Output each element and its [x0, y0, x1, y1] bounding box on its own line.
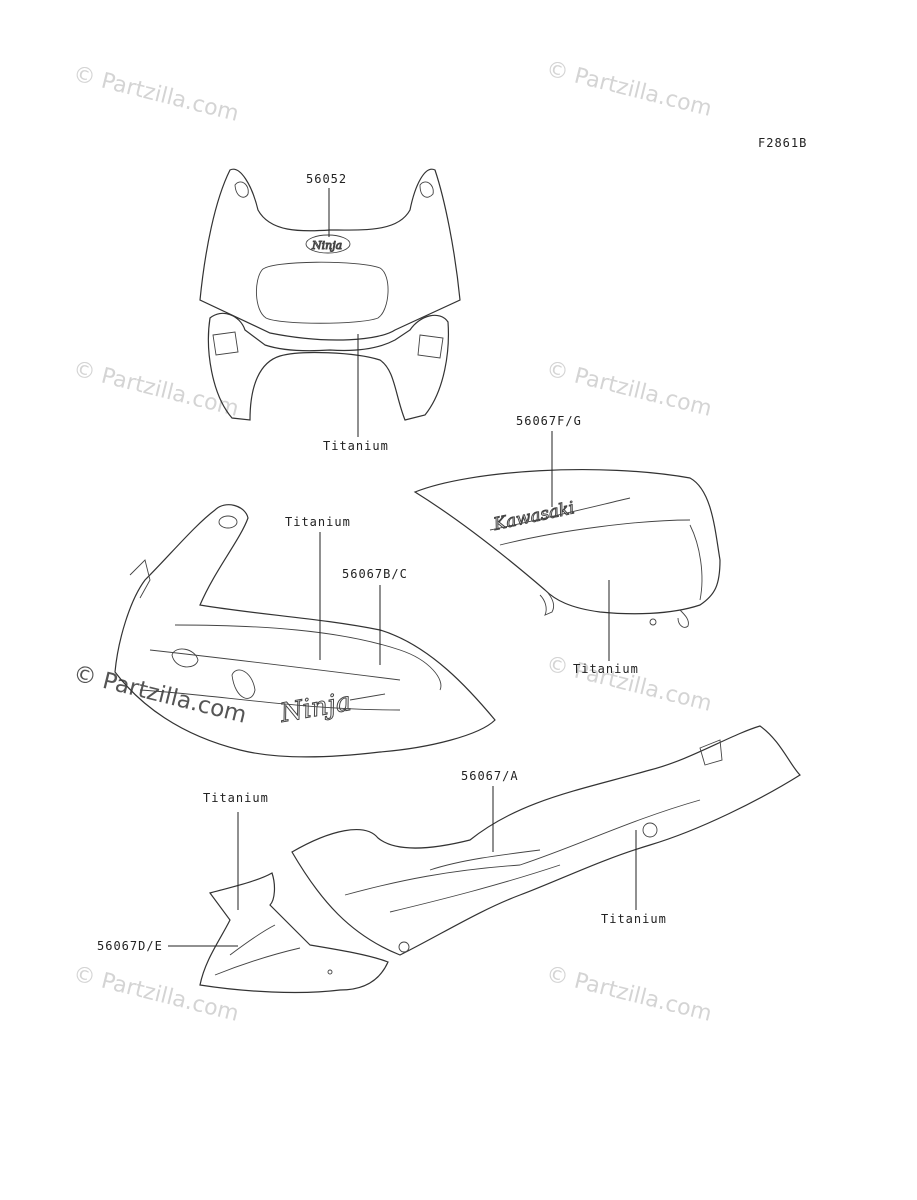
upper-cowl-drawing: Ninja [199, 168, 461, 421]
seat-cover-drawing [291, 725, 801, 956]
label-lower-cowl-color: Titanium [203, 791, 269, 805]
watermark: © Partzilla.com [544, 962, 715, 1027]
watermark: © Partzilla.com [71, 962, 242, 1027]
svg-text:Ninja: Ninja [277, 687, 353, 729]
label-upper-cowl-color: Titanium [323, 439, 389, 453]
label-tank-part: 56067F/G [516, 414, 582, 428]
label-lower-cowl-part: 56067D/E [97, 939, 163, 953]
watermark: © Partzilla.com [71, 661, 250, 729]
svg-text:Kawasaki: Kawasaki [491, 498, 576, 535]
figure-code: F2861B [758, 136, 807, 150]
label-upper-cowl-part: 56052 [306, 172, 347, 186]
label-tank-color: Titanium [573, 662, 639, 676]
watermarks: © Partzilla.com © Partzilla.com © Partzi… [71, 57, 715, 1027]
watermark: © Partzilla.com [544, 357, 715, 422]
watermark: © Partzilla.com [544, 57, 715, 122]
side-cowl-drawing: Ninja [114, 504, 496, 758]
label-seat-cover-color: Titanium [601, 912, 667, 926]
svg-text:Ninja: Ninja [311, 239, 342, 252]
tank-drawing: Kawasaki [413, 468, 721, 628]
lower-cowl-drawing [199, 872, 389, 994]
watermark: © Partzilla.com [71, 62, 242, 127]
label-side-cowl-part: 56067B/C [342, 567, 408, 581]
label-seat-cover-part: 56067/A [461, 769, 519, 783]
label-side-cowl-color: Titanium [285, 515, 351, 529]
